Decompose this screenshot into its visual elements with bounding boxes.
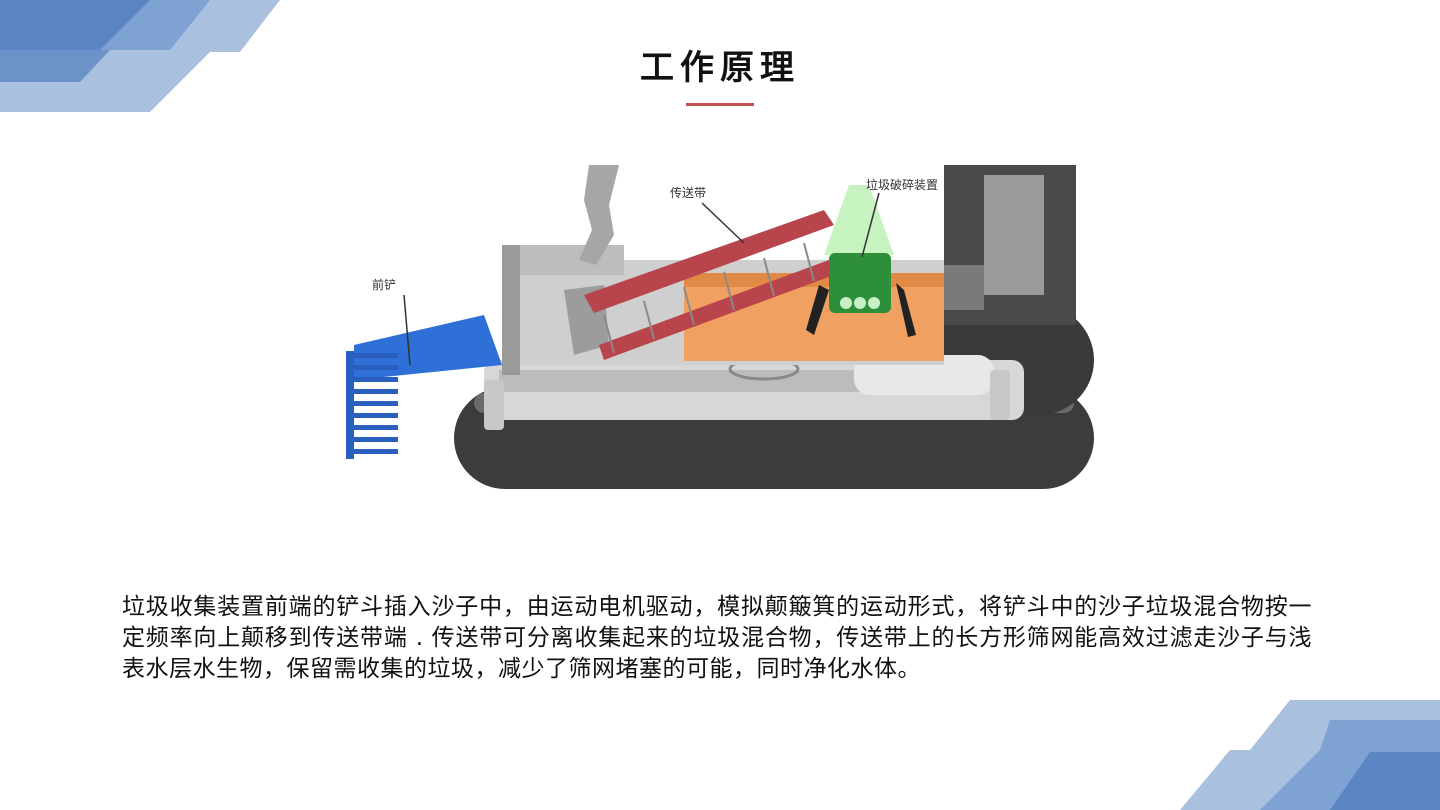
label-crusher: 垃圾破碎装置 xyxy=(866,177,938,192)
corner-decoration-bottom-right xyxy=(1180,700,1440,810)
label-conveyor-belt: 传送带 xyxy=(670,185,706,200)
page-title: 工作原理 xyxy=(640,48,800,88)
conveyor-belt xyxy=(584,210,834,360)
lift-arm xyxy=(579,165,619,265)
machine-diagram: 前铲 传送带 垃圾破碎装置 xyxy=(334,165,1106,498)
front-shovel xyxy=(354,315,502,380)
label-front-shovel: 前铲 xyxy=(372,277,396,292)
corner-decoration-top-left xyxy=(0,0,280,112)
title-underline xyxy=(686,103,754,106)
description-paragraph: 垃圾收集装置前端的铲斗插入沙子中，由运动电机驱动，模拟颠簸箕的运动形式，将铲斗中… xyxy=(122,594,1312,682)
